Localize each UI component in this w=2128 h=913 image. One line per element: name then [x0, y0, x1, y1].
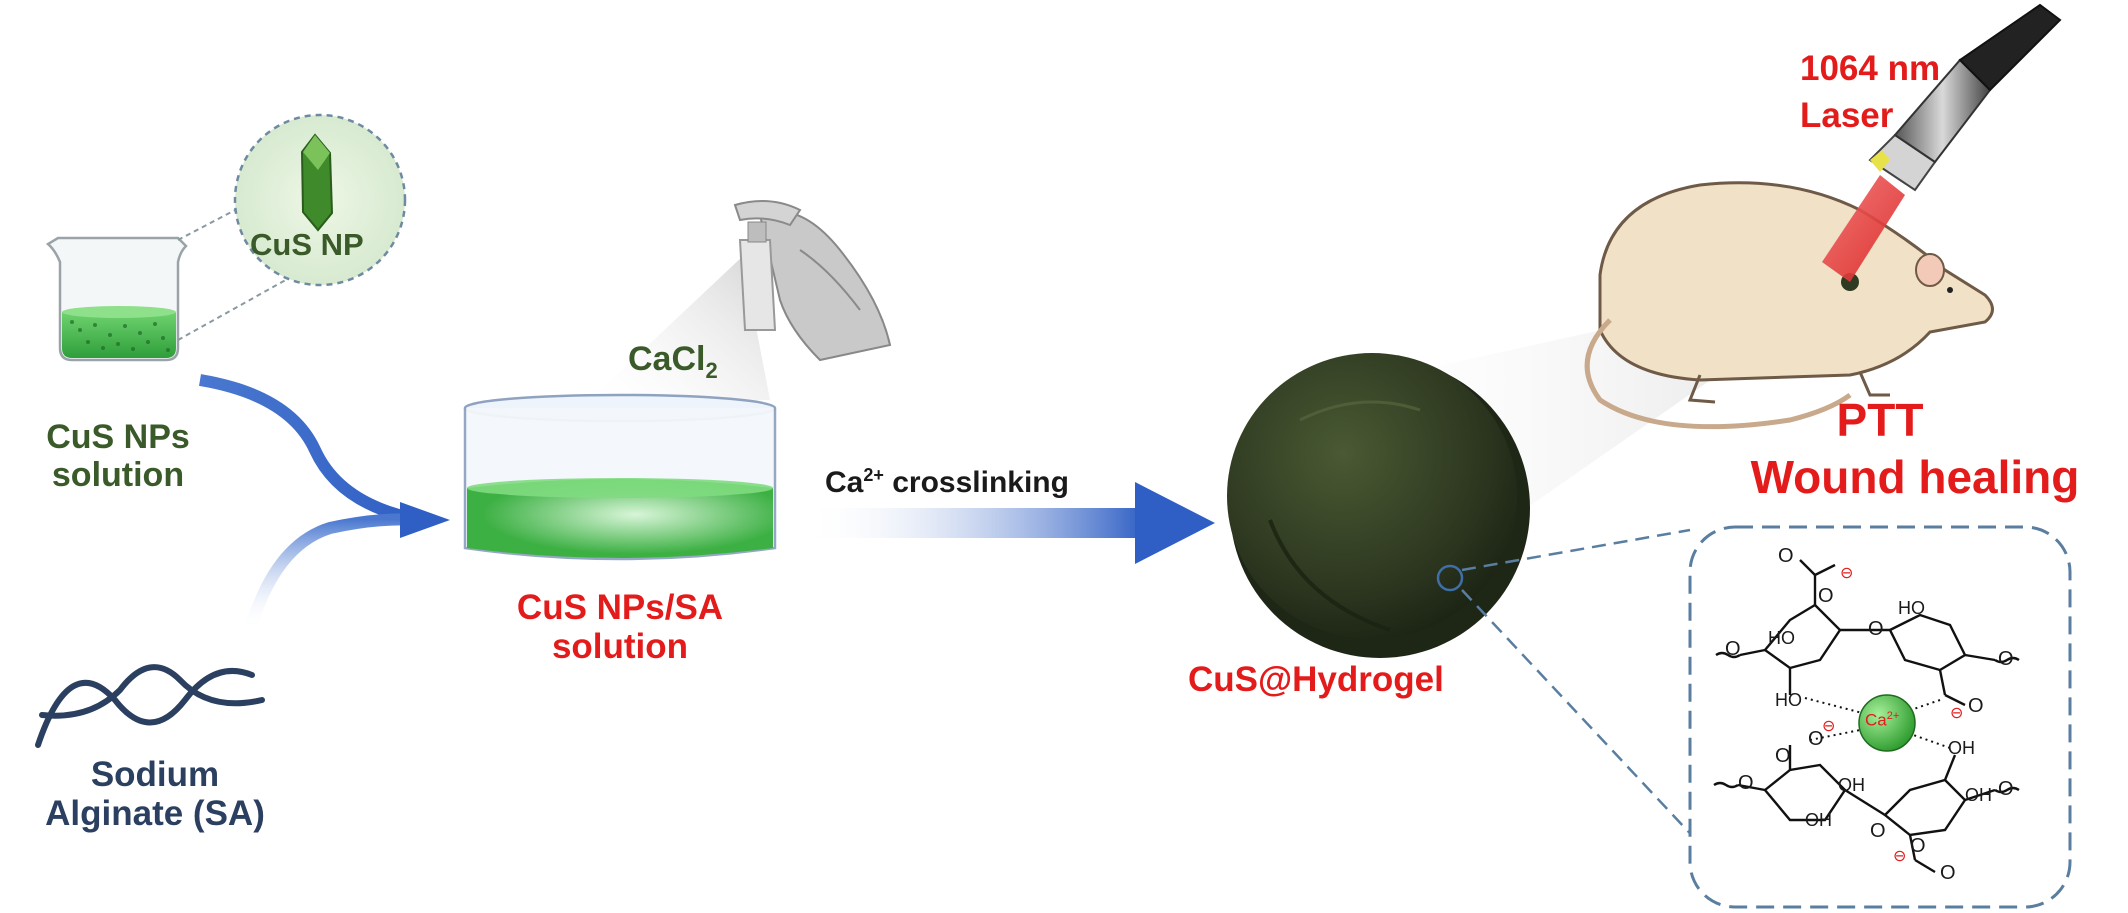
- struct-o-4: O: [1868, 618, 1884, 640]
- petri-dish: [463, 393, 777, 561]
- hydrogel-label: CuS@Hydrogel: [1188, 660, 1444, 699]
- sodium-alginate-line1: Sodium: [90, 755, 220, 794]
- mixed-solution-line2: solution: [551, 627, 689, 667]
- struct-ho-1: HO: [1768, 628, 1795, 648]
- cacl2-subscript: 2: [705, 357, 718, 383]
- sodium-alginate-chains: [35, 664, 265, 748]
- cus-nps-solution-label: CuS NPs solution: [18, 418, 218, 494]
- cacl2-text: CaCl: [628, 340, 706, 378]
- nanoparticle-dots: [70, 320, 170, 352]
- struct-o-12: O: [1940, 862, 1956, 884]
- struct-o-13: O: [1998, 778, 2014, 800]
- struct-o-2: O: [1778, 545, 1794, 567]
- ca-ion-text: Ca: [1865, 710, 1887, 730]
- struct-minus-2: ⊖: [1950, 705, 1964, 722]
- struct-o-6: O: [1968, 695, 1984, 717]
- struct-oh-4: OH: [1965, 785, 1992, 805]
- cus-np-zoom: [177, 113, 407, 341]
- cacl2-label: CaCl2: [628, 340, 718, 383]
- struct-o-1: O: [1818, 585, 1834, 607]
- hydrogel-disc: [1227, 353, 1530, 658]
- laser-label: 1064 nm Laser: [1800, 45, 1940, 140]
- struct-ho-3: HO: [1775, 690, 1802, 710]
- mixed-solution-label: CuS NPs/SA solution: [480, 588, 760, 666]
- cus-nps-solution-line1: CuS NPs: [46, 418, 190, 456]
- struct-o-10: O: [1870, 820, 1886, 842]
- struct-o-8: O: [1775, 745, 1791, 767]
- merge-arrows: [199, 374, 450, 632]
- struct-minus-1: ⊖: [1840, 565, 1854, 582]
- structure-zoom-lines: [1461, 528, 1716, 861]
- struct-o-11: O: [1910, 835, 1926, 857]
- rat-illustration: [1584, 181, 1994, 430]
- struct-oh-2: OH: [1838, 775, 1865, 795]
- ptt-label: PTT: [1836, 394, 1924, 446]
- alginate-ca-crosslink-structure: [1688, 525, 2072, 909]
- crosslinking-arrow: [805, 482, 1215, 564]
- crosslinking-label: Ca2+ crosslinking: [825, 465, 1069, 500]
- sodium-alginate-label: Sodium Alginate (SA): [40, 755, 270, 833]
- struct-minus-4: ⊖: [1893, 848, 1907, 865]
- mixed-solution-line1: CuS NPs/SA: [516, 588, 724, 627]
- sodium-alginate-line2: Alginate (SA): [45, 794, 265, 834]
- struct-oh-3: OH: [1805, 810, 1832, 830]
- struct-oh-1: OH: [1948, 738, 1975, 758]
- wound-healing-label: Wound healing: [1750, 451, 2080, 503]
- spray-bottle-hand: [590, 200, 892, 400]
- laser-device: [1822, 3, 2062, 282]
- laser-label-line1: 1064 nm: [1800, 49, 1941, 88]
- beaker: [45, 236, 188, 362]
- beaker-liquid-surface: [62, 306, 176, 318]
- cus-nps-solution-line2: solution: [51, 456, 185, 495]
- struct-o-7: O: [1808, 728, 1824, 750]
- ca-ion-charge: 2+: [1886, 710, 1900, 722]
- crosslinking-text: crosslinking: [883, 466, 1069, 499]
- cus-np-inset-label: CuS NP: [250, 227, 364, 262]
- laser-label-line2: Laser: [1800, 96, 1894, 136]
- ca-ion-label: Ca2+: [1865, 710, 1899, 730]
- struct-ho-2: HO: [1898, 598, 1925, 618]
- ca-ion-sphere: [1858, 694, 1916, 752]
- struct-o-9: O: [1738, 772, 1754, 794]
- struct-o-5: O: [1998, 648, 2014, 670]
- crosslinking-ca: Ca: [825, 466, 864, 499]
- struct-o-3: O: [1725, 638, 1741, 660]
- struct-minus-3: ⊖: [1822, 718, 1836, 735]
- crosslinking-charge: 2+: [863, 465, 884, 485]
